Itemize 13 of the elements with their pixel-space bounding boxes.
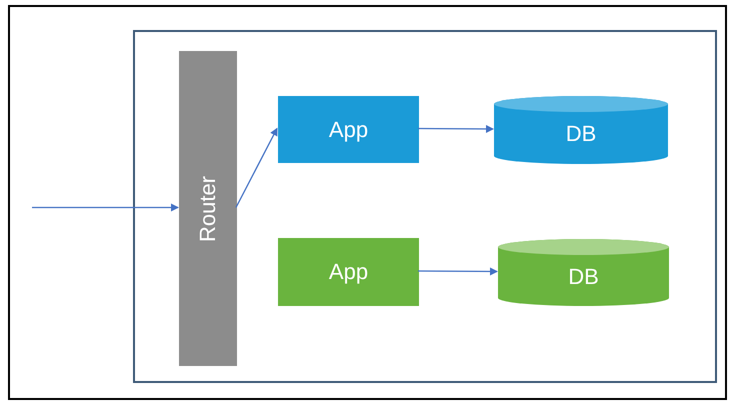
arrow (235, 128, 278, 208)
node-label: DB (568, 266, 599, 288)
container-box (133, 30, 717, 383)
arrow (32, 204, 179, 212)
router-bar (179, 51, 237, 366)
app-box (278, 96, 419, 163)
arrow (418, 124, 494, 133)
node-label: DB (566, 123, 596, 145)
node-label: Router (197, 175, 219, 242)
app-box (278, 238, 419, 306)
arrow (418, 267, 498, 276)
node-label: App (328, 118, 368, 140)
node-label: App (328, 261, 368, 283)
